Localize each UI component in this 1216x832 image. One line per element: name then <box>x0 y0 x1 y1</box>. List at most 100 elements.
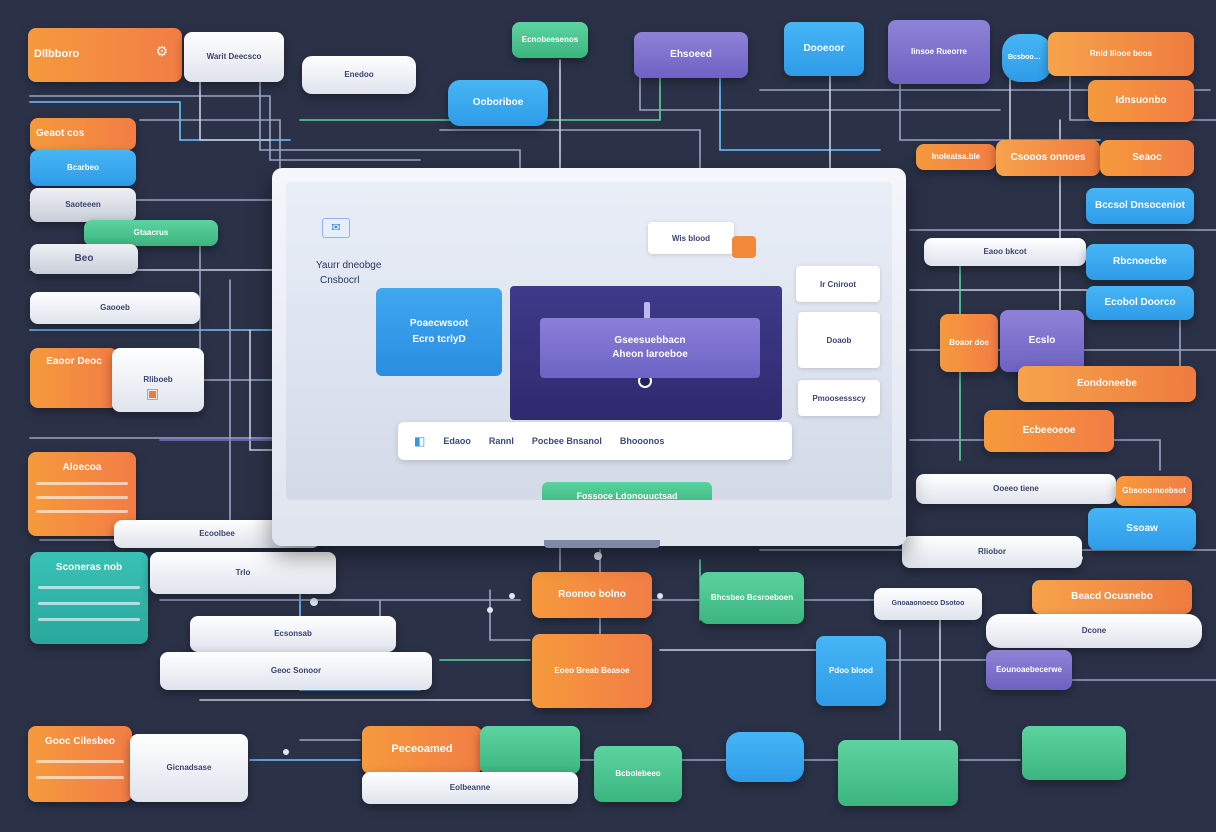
card-23-label: Dooeoor <box>803 43 845 54</box>
card-11-label: Aloecoa <box>62 462 102 473</box>
card-56[interactable] <box>1022 726 1126 780</box>
card-34-label: Ecobol Doorco <box>1104 297 1176 308</box>
right-card-2[interactable]: Doaob <box>798 312 880 368</box>
card-32-label: Eaoo bkcot <box>983 247 1027 257</box>
card-31[interactable]: Bccsol Dnsoceniot <box>1086 188 1194 224</box>
blue-panel-line1: Poaecwsoot <box>409 318 469 329</box>
card-55[interactable] <box>838 740 958 806</box>
card-15-label: Ecsonsab <box>274 629 312 639</box>
card-40[interactable]: Gbsooomoebsot <box>1116 476 1192 506</box>
card-30-label: Seaoc <box>1132 152 1162 163</box>
card-11-line <box>36 510 128 513</box>
card-7-label: Beo <box>74 253 94 264</box>
card-13-label: Sconeras nob <box>55 562 123 573</box>
app-icon[interactable]: ✉ <box>322 218 350 238</box>
card-41[interactable]: Ssoaw <box>1088 508 1196 550</box>
card-54[interactable] <box>726 732 804 782</box>
card-37[interactable]: Eondoneebe <box>1018 366 1196 402</box>
card-21-label: Ecnobeesenos <box>521 35 579 45</box>
card-51-label: Peceoamed <box>391 743 453 756</box>
card-13-line <box>38 618 140 621</box>
card-1-label: Dllbboro <box>34 48 80 61</box>
card-37-label: Eondoneebe <box>1076 378 1137 389</box>
card-52[interactable]: Eolbeanne <box>362 772 578 804</box>
monitor-screen: ✉ Yaurr dneobge Cnsbocrl Wis blood Ir Cn… <box>286 182 892 500</box>
card-24[interactable]: Iinsoe Rueorre <box>888 20 990 84</box>
blue-panel[interactable]: Poaecwsoot Ecro tcrlyD <box>376 288 502 376</box>
card-2[interactable]: Warit Deecsco <box>184 32 284 82</box>
top-right-card[interactable]: Wis blood <box>648 222 734 254</box>
card-18-label: Gicnadsase <box>166 763 212 773</box>
card-4[interactable]: Bcarbeo <box>30 150 136 186</box>
card-47[interactable]: Dcone <box>986 614 1202 648</box>
card-20[interactable]: Ooboriboe <box>448 80 548 126</box>
card-10[interactable]: Rliboeb ▣ <box>112 348 204 412</box>
right-card-1[interactable]: Ir Cniroot <box>796 266 880 302</box>
card-50[interactable]: Eounoaebecerwe <box>986 650 1072 690</box>
card-8[interactable]: Gaooeb <box>30 292 200 324</box>
card-43[interactable]: Roonoo bolno <box>532 572 652 618</box>
card-25[interactable]: Bcsboomsd Daco <box>1002 34 1052 82</box>
right-card-3[interactable]: Pmoosessscy <box>798 380 880 416</box>
card-28[interactable]: Inoleatsa.ble <box>916 144 996 170</box>
card-32[interactable]: Eaoo bkcot <box>924 238 1086 266</box>
card-53-label: Bcbolebeeo <box>615 769 661 779</box>
card-14[interactable]: Trlo <box>150 552 336 594</box>
card-15[interactable]: Ecsonsab <box>190 616 396 652</box>
card-19[interactable]: Enedoo <box>302 56 416 94</box>
right-card-1-label: Ir Cniroot <box>820 279 856 289</box>
card-46[interactable]: Beacd Ocusnebo <box>1032 580 1192 614</box>
card-9[interactable]: Eaoor Deoc <box>30 348 118 408</box>
card-21[interactable]: Ecnobeesenos <box>512 22 588 58</box>
card-51b <box>480 726 580 774</box>
green-action-bar[interactable]: Fossoce Ldonouuctsad <box>542 482 712 500</box>
card-13[interactable]: Sconeras nob <box>30 552 148 644</box>
card-26[interactable]: Rnid lilooe boos <box>1048 32 1194 76</box>
card-47-label: Dcone <box>1081 626 1107 636</box>
toolbar-item-4[interactable]: Bhooonos <box>619 436 665 446</box>
card-52-label: Eolbeanne <box>449 783 491 793</box>
toolbar-icon[interactable]: ◧ <box>414 434 426 448</box>
card-7: Beo <box>30 244 138 274</box>
card-53[interactable]: Bcbolebeeo <box>594 746 682 802</box>
card-34[interactable]: Ecobol Doorco <box>1086 286 1194 320</box>
card-30[interactable]: Seaoc <box>1100 140 1194 176</box>
card-49[interactable]: Pdoo blood <box>816 636 886 706</box>
card-17[interactable]: Gooc Cilesbeo <box>28 726 132 802</box>
orange-badge[interactable] <box>732 236 756 258</box>
card-33[interactable]: Rbcnoecbe <box>1086 244 1194 280</box>
card-45[interactable]: Gnoaaonoeco Dsotoo <box>874 588 982 620</box>
card-35[interactable]: Boaor doe <box>940 314 998 372</box>
card-51[interactable]: Peceoamed <box>362 726 482 774</box>
card-36[interactable]: Ecslo <box>1000 310 1084 372</box>
card-44[interactable]: Bhcsbeo Bcsroeboen <box>700 572 804 624</box>
card-6[interactable]: Gtaacrus <box>84 220 218 246</box>
card-8-label: Gaooeb <box>100 303 130 313</box>
toolbar-item-1[interactable]: Edaoo <box>443 436 471 446</box>
center-panel[interactable]: Gseesuebbacn Aheon laroeboe <box>540 318 760 378</box>
card-43-label: Roonoo bolno <box>558 589 626 600</box>
card-22[interactable]: Ehsoeed <box>634 32 748 78</box>
card-42[interactable]: Rliobor <box>902 536 1082 568</box>
card-16[interactable]: Geoc Sonoor <box>160 652 432 690</box>
card-13-line <box>38 602 140 605</box>
gear-icon: ⚙ <box>155 43 168 59</box>
card-38[interactable]: Ecbeeoeoe <box>984 410 1114 452</box>
card-29[interactable]: Csooos onnoes <box>996 140 1100 176</box>
card-18[interactable]: Gicnadsase <box>130 734 248 802</box>
card-3[interactable]: Geaot cos <box>30 118 136 150</box>
right-card-3-label: Pmoosessscy <box>812 393 866 403</box>
card-48-label: Eoeo Breab Beasoe <box>554 666 630 676</box>
card-36-label: Ecslo <box>1028 335 1056 346</box>
card-24-label: Iinsoe Rueorre <box>910 47 967 57</box>
card-1[interactable]: Dllbboro ⚙ <box>28 28 182 82</box>
card-12-label: Ecoolbee <box>199 529 235 539</box>
card-27[interactable]: Idnsuonbo <box>1088 80 1194 122</box>
card-39[interactable]: Ooeeo tiene <box>916 474 1116 504</box>
monitor-stand <box>544 540 660 548</box>
toolbar-item-2[interactable]: Rannl <box>488 436 514 446</box>
card-48[interactable]: Eoeo Breab Beasoe <box>532 634 652 708</box>
card-23[interactable]: Dooeoor <box>784 22 864 76</box>
toolbar-item-3[interactable]: Pocbee Bnsanol <box>531 436 602 446</box>
card-5: Saoteeen <box>30 188 136 222</box>
